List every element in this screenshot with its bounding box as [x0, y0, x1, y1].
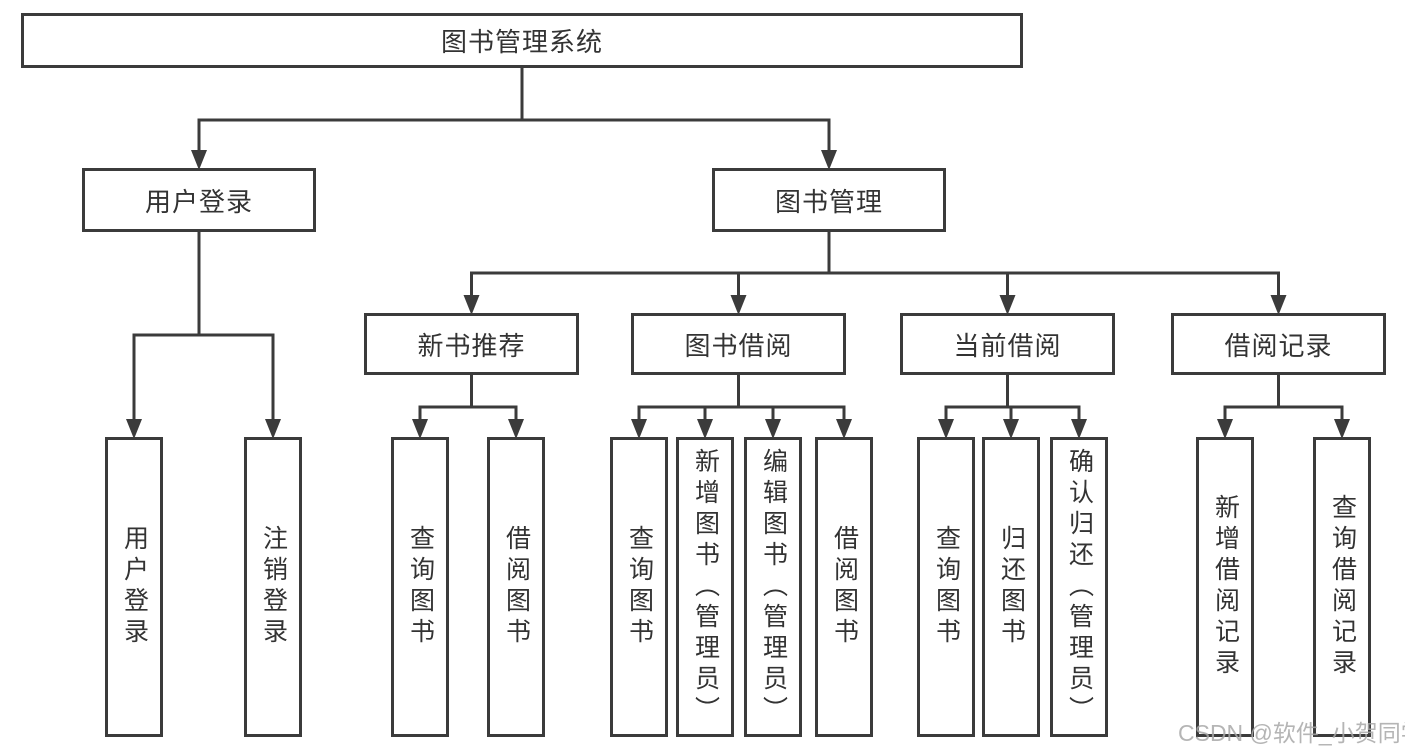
- leaf-borrow-books: 借阅图书: [815, 437, 873, 737]
- node-label: 图书管理系统: [440, 27, 603, 57]
- arrowhead-cb-return: [1003, 419, 1019, 439]
- arrowhead-book-borrow: [730, 295, 747, 315]
- leaf-confirm-return-admin: 确认归还（管理员）: [1050, 437, 1108, 737]
- arrowhead-bb-query: [631, 419, 647, 439]
- node-label: 新增借阅记录: [1211, 494, 1240, 680]
- arrowhead-br-query: [1334, 419, 1350, 439]
- node-label: 编辑图书（管理员）: [759, 447, 788, 727]
- arrowhead-nb-query: [412, 419, 428, 439]
- leaf-add-books-admin: 新增图书（管理员）: [676, 437, 734, 737]
- arrowhead-nb-borrow: [508, 419, 524, 439]
- arrowhead-bb-edit: [765, 419, 781, 439]
- leaf-add-borrow-record: 新增借阅记录: [1196, 437, 1254, 737]
- node-user-login: 用户登录: [82, 168, 316, 232]
- node-new-book-recommend: 新书推荐: [364, 313, 579, 375]
- node-book-management: 图书管理: [712, 168, 946, 232]
- leaf-query-borrow-record: 查询借阅记录: [1313, 437, 1371, 737]
- arrowhead-br-add: [1217, 419, 1233, 439]
- leaf-query-books: 查询图书: [917, 437, 975, 737]
- node-label: 注销登录: [259, 525, 288, 649]
- arrowhead-bb-borrow: [836, 419, 852, 439]
- node-label: 查询借阅记录: [1328, 494, 1357, 680]
- arrowhead-book-management: [821, 150, 837, 170]
- node-label: 用户登录: [120, 525, 149, 649]
- arrowhead-current-borrow: [999, 295, 1016, 315]
- node-label: 新增图书（管理员）: [691, 447, 720, 727]
- csdn-watermark: CSDN @软件_小贺同学: [1178, 720, 1405, 746]
- arrowhead-bb-add: [697, 419, 713, 439]
- node-book-borrow: 图书借阅: [631, 313, 846, 375]
- node-current-borrow: 当前借阅: [900, 313, 1115, 375]
- leaf-user-login: 用户登录: [105, 437, 163, 737]
- node-label: 当前借阅: [953, 330, 1062, 361]
- node-label: 查询图书: [932, 525, 961, 649]
- node-label: 新书推荐: [417, 330, 526, 361]
- leaf-return-books: 归还图书: [982, 437, 1040, 737]
- arrowhead-cb-query: [938, 419, 954, 439]
- arrowhead-borrow-records: [1270, 295, 1287, 315]
- node-label: 确认归还（管理员）: [1065, 447, 1094, 727]
- node-label: 查询图书: [406, 525, 435, 649]
- leaf-edit-books-admin: 编辑图书（管理员）: [744, 437, 802, 737]
- arrowhead-cb-confirm: [1071, 419, 1087, 439]
- leaf-borrow-books: 借阅图书: [487, 437, 545, 737]
- arrowhead-leaf-user-login: [126, 419, 142, 439]
- node-label: 用户登录: [144, 186, 253, 217]
- leaf-query-books: 查询图书: [610, 437, 668, 737]
- node-label: 查询图书: [625, 525, 654, 649]
- arrowhead-user-login: [191, 150, 207, 170]
- node-borrow-records: 借阅记录: [1171, 313, 1386, 375]
- node-label: 图书借阅: [684, 330, 793, 361]
- node-label: 借阅记录: [1224, 330, 1333, 361]
- node-label: 图书管理: [774, 186, 883, 217]
- node-label: 借阅图书: [830, 525, 859, 649]
- node-label: 借阅图书: [502, 525, 531, 649]
- arrowhead-new-book: [463, 295, 480, 315]
- leaf-logout-login: 注销登录: [244, 437, 302, 737]
- node-library-management-system: 图书管理系统: [21, 13, 1023, 68]
- arrowhead-leaf-logout: [265, 419, 281, 439]
- leaf-query-books: 查询图书: [391, 437, 449, 737]
- node-label: 归还图书: [997, 525, 1026, 649]
